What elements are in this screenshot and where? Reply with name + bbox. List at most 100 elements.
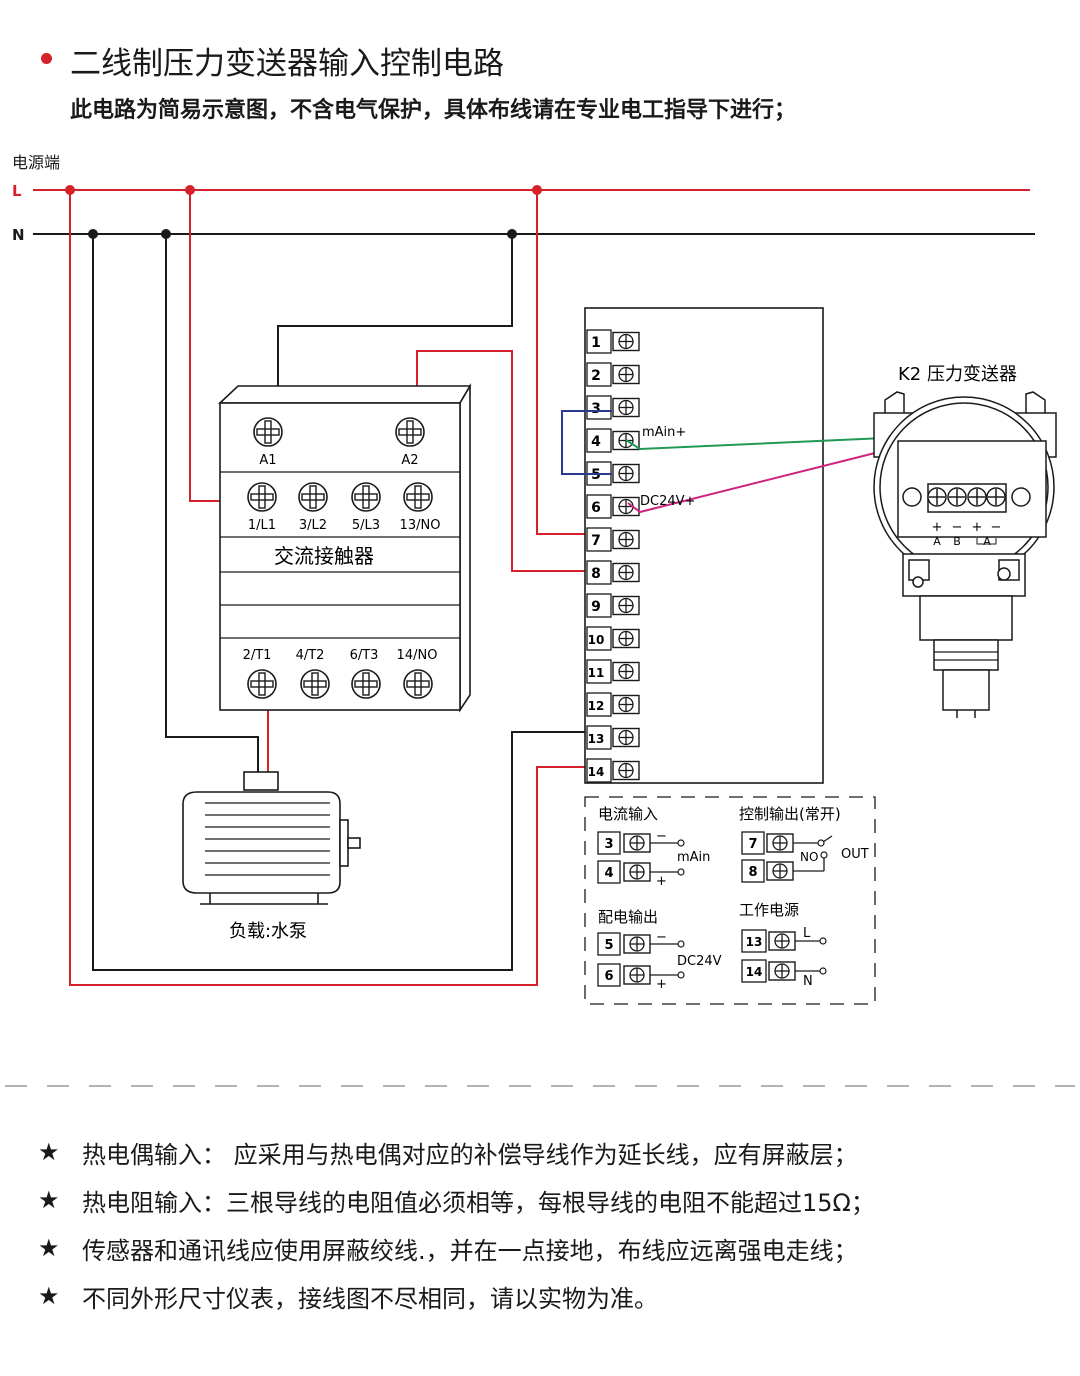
terminal-screw [403, 669, 433, 699]
terminal-number: 1 [591, 335, 601, 351]
terminal-screw-icon [612, 331, 640, 352]
controller-terminal: 6 [586, 494, 640, 519]
legend-minus: − [656, 930, 667, 945]
terminal-label: 5/L3 [352, 518, 380, 533]
legend-plus: + [656, 977, 667, 992]
terminal-number: 8 [591, 566, 601, 582]
note-item: ★热电偶输入： 应采用与热电偶对应的补偿导线作为延长线，应有屏蔽层； [38, 1128, 1068, 1176]
terminal-screw [351, 482, 381, 512]
terminal-number: 10 [588, 633, 605, 647]
terminal-screw-icon [612, 661, 640, 682]
controller-terminal: 10 [586, 626, 640, 651]
controller-terminal: 9 [586, 593, 640, 618]
note-text: 传感器和通讯线应使用屏蔽绞线.，并在一点接地，布线应远离强电走线； [82, 1236, 858, 1265]
junction-dots [65, 185, 542, 239]
terminal-screw-icon [612, 727, 640, 748]
motor-label: 负载:水泵 [229, 921, 307, 942]
motor-pump [182, 771, 361, 905]
legend-supply-label: DC24V [677, 954, 722, 969]
legend-no-label: NO [800, 850, 818, 864]
transmitter-letter: A [933, 535, 941, 548]
legend-terminal-number: 8 [748, 865, 757, 880]
controller-terminal: 7 [586, 527, 640, 552]
legend-supply-title: 配电输出 [598, 908, 658, 926]
legend-out-label: OUT [841, 847, 869, 862]
terminal-screw-icon [612, 562, 640, 583]
transmitter-bracket [976, 538, 997, 545]
note-item: ★ 热电阻输入：三根导线的电阻值必须相等，每根导线的电阻不能超过15Ω； [38, 1176, 1068, 1224]
terminal-screw-icon [612, 760, 640, 781]
black-wires [92, 234, 585, 971]
star-icon: ★ [38, 1186, 60, 1214]
legend-terminal-number: 7 [748, 837, 757, 852]
transmitter-sign: − [952, 520, 963, 535]
terminal-number: 7 [591, 533, 601, 549]
controller-terminal: 4 [586, 428, 640, 453]
legend-plus: + [656, 874, 667, 889]
terminal-number: 6 [591, 500, 601, 516]
coil-a1-screw [253, 417, 283, 447]
transmitter-sign: + [932, 520, 943, 535]
transmitter-sign: − [991, 520, 1002, 535]
legend-control-title: 控制输出(常开) [739, 805, 841, 823]
note-text: 不同外形尺寸仪表，接线图不尽相同，请以实物为准。 [82, 1284, 658, 1313]
terminal-screw [300, 669, 330, 699]
page-subtitle: 此电路为简易示意图，不含电气保护，具体布线请在专业电工指导下进行； [70, 98, 797, 123]
legend-current-label: mAin [677, 850, 710, 865]
terminal-screw [351, 669, 381, 699]
bullet-dot [41, 53, 52, 64]
terminal-screw [403, 482, 433, 512]
power-label: 电源端 [12, 153, 60, 172]
contactor-name: 交流接触器 [274, 544, 374, 568]
terminal-label: 1/L1 [248, 518, 276, 533]
notes-list: ★热电偶输入： 应采用与热电偶对应的补偿导线作为延长线，应有屏蔽层； ★ 热电阻输… [38, 1128, 1068, 1320]
note-text: 热电阻输入：三根导线的电阻值必须相等，每根导线的电阻不能超过15Ω； [82, 1188, 875, 1217]
legend-current-terminals [597, 831, 685, 884]
legend-n-label: N [803, 974, 813, 989]
terminal-label: 4/T2 [296, 648, 325, 663]
terminal-number: 2 [591, 368, 601, 384]
controller-terminal: 1 [586, 329, 640, 354]
ac-contactor [217, 383, 472, 713]
transmitter-letter: B [953, 535, 961, 548]
terminal-number: 9 [591, 599, 601, 615]
note-item: ★不同外形尺寸仪表，接线图不尽相同，请以实物为准。 [38, 1272, 1068, 1320]
terminal-screw [247, 482, 277, 512]
terminal-label: 6/T3 [350, 648, 379, 663]
terminal-label: 2/T1 [243, 648, 272, 663]
terminal-screw-icon [612, 496, 640, 517]
line-n-label: N [12, 226, 25, 244]
controller-terminal: 11 [586, 659, 640, 684]
terminal-number: 14 [588, 765, 605, 779]
blue-jumper [561, 410, 612, 475]
page-title: 二线制压力变送器输入控制电路 [70, 46, 504, 82]
line-l-label: L [12, 182, 22, 200]
legend-l-label: L [803, 926, 811, 941]
terminal-number: 12 [588, 699, 605, 713]
legend-power-title: 工作电源 [739, 901, 799, 919]
controller-terminal: 3 [586, 395, 640, 420]
controller-terminal: 2 [586, 362, 640, 387]
legend-control-terminals [741, 831, 833, 883]
legend-minus: − [656, 829, 667, 844]
legend-terminal-number: 14 [746, 965, 763, 979]
terminal-label: 3/L2 [299, 518, 327, 533]
note-text: 热电偶输入： 应采用与热电偶对应的补偿导线作为延长线，应有屏蔽层； [82, 1140, 858, 1169]
terminal-screw-icon [612, 529, 640, 550]
terminal-screw-icon [612, 463, 640, 484]
controller-terminal: 13 [586, 725, 640, 750]
legend-box [584, 796, 876, 1005]
terminal-number: 3 [591, 401, 601, 417]
transmitter-sign: + [972, 520, 983, 535]
terminal-screw-icon [612, 595, 640, 616]
controller-terminal: 14 [586, 758, 640, 783]
terminal-screw [298, 482, 328, 512]
terminal-screw-icon [612, 628, 640, 649]
legend-terminal-number: 4 [604, 866, 613, 881]
legend-terminal-number: 6 [604, 969, 613, 984]
terminal-screw-icon [612, 364, 640, 385]
terminal-number: 13 [588, 732, 605, 746]
terminal-label: 13/NO [400, 518, 441, 533]
mA-label: mAin+ [642, 425, 686, 440]
